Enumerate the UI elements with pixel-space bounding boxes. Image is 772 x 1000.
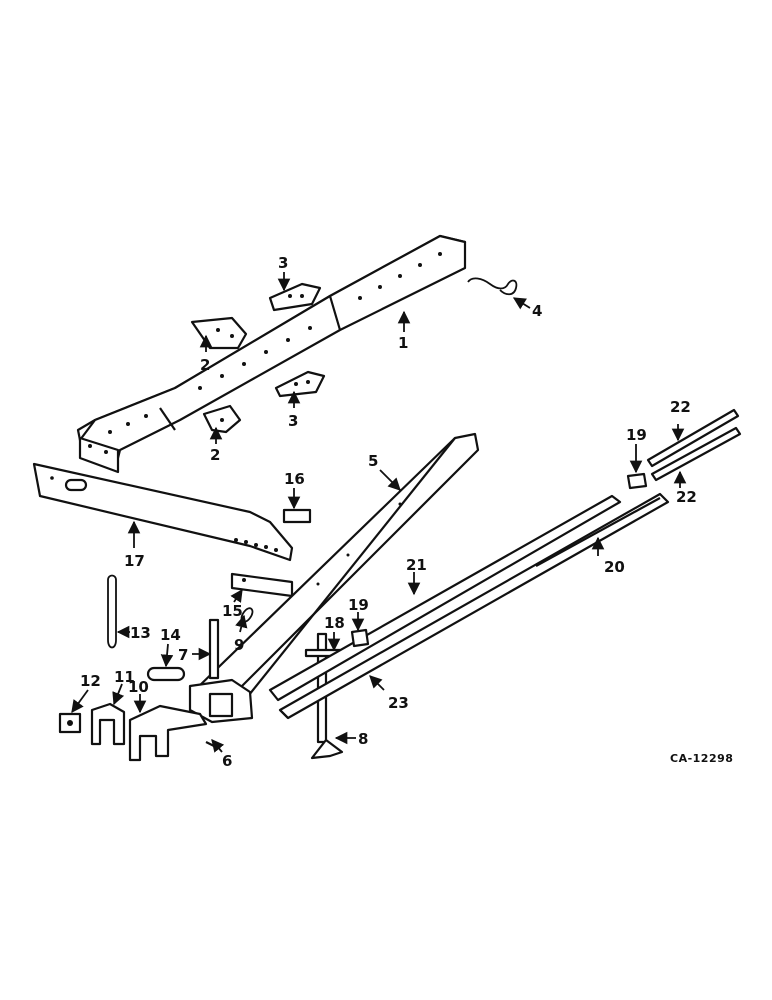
callout-14: 14 (160, 626, 181, 644)
callout-12: 12 (80, 672, 101, 690)
bracket-upper (190, 316, 248, 350)
stop-block-lower (350, 628, 370, 648)
clevis-small (90, 702, 126, 746)
bracket-lower (202, 404, 242, 434)
callout-23: 23 (388, 694, 409, 712)
long-rod-lower (278, 492, 670, 720)
short-rod-upper (646, 408, 740, 468)
spring-hook (107, 574, 117, 649)
callout-17: 17 (124, 552, 145, 570)
callout-19-upper: 19 (626, 426, 647, 444)
callout-labels: 1 2 2 3 3 4 5 6 7 8 9 10 11 12 13 14 15 … (80, 254, 697, 770)
callout-22-lower: 22 (676, 488, 697, 506)
callout-15: 15 (222, 602, 243, 620)
pin (208, 618, 220, 680)
clevis-large (128, 704, 208, 762)
callout-3-lower: 3 (288, 412, 298, 430)
callout-2-lower: 2 (210, 446, 220, 464)
callout-10: 10 (128, 678, 149, 696)
callout-16: 16 (284, 470, 305, 488)
figure-reference: CA-12298 (670, 752, 733, 765)
callout-2-upper: 2 (200, 356, 210, 374)
callout-18: 18 (324, 614, 345, 632)
rod-section (535, 497, 661, 567)
plate-lower (274, 370, 326, 398)
frame-bolt-holes (88, 252, 442, 454)
callout-21: 21 (406, 556, 427, 574)
callout-3-upper: 3 (278, 254, 288, 272)
callout-5: 5 (368, 452, 378, 470)
short-rod-lower (650, 426, 742, 482)
callout-11: 11 (114, 668, 135, 686)
callout-7: 7 (178, 646, 188, 664)
long-rod-upper (268, 494, 622, 702)
long-bar (32, 462, 294, 562)
small-plate (282, 508, 312, 524)
tongue-beam (188, 432, 480, 724)
callout-19-lower: 19 (348, 596, 369, 614)
main-frame-tube (76, 234, 467, 474)
link-plate (146, 666, 186, 682)
callout-1: 1 (398, 334, 408, 352)
callout-4: 4 (532, 302, 542, 320)
callout-6: 6 (222, 752, 232, 770)
spring-clip (467, 277, 518, 296)
callout-9: 9 (234, 636, 244, 654)
washer-plate (58, 712, 82, 734)
callout-20: 20 (604, 558, 625, 576)
stop-block-upper (626, 472, 648, 490)
callout-22-upper: 22 (670, 398, 691, 416)
callout-8: 8 (358, 730, 368, 748)
callout-13: 13 (130, 624, 151, 642)
plate-upper (268, 282, 322, 312)
leader-lines (71, 272, 687, 753)
